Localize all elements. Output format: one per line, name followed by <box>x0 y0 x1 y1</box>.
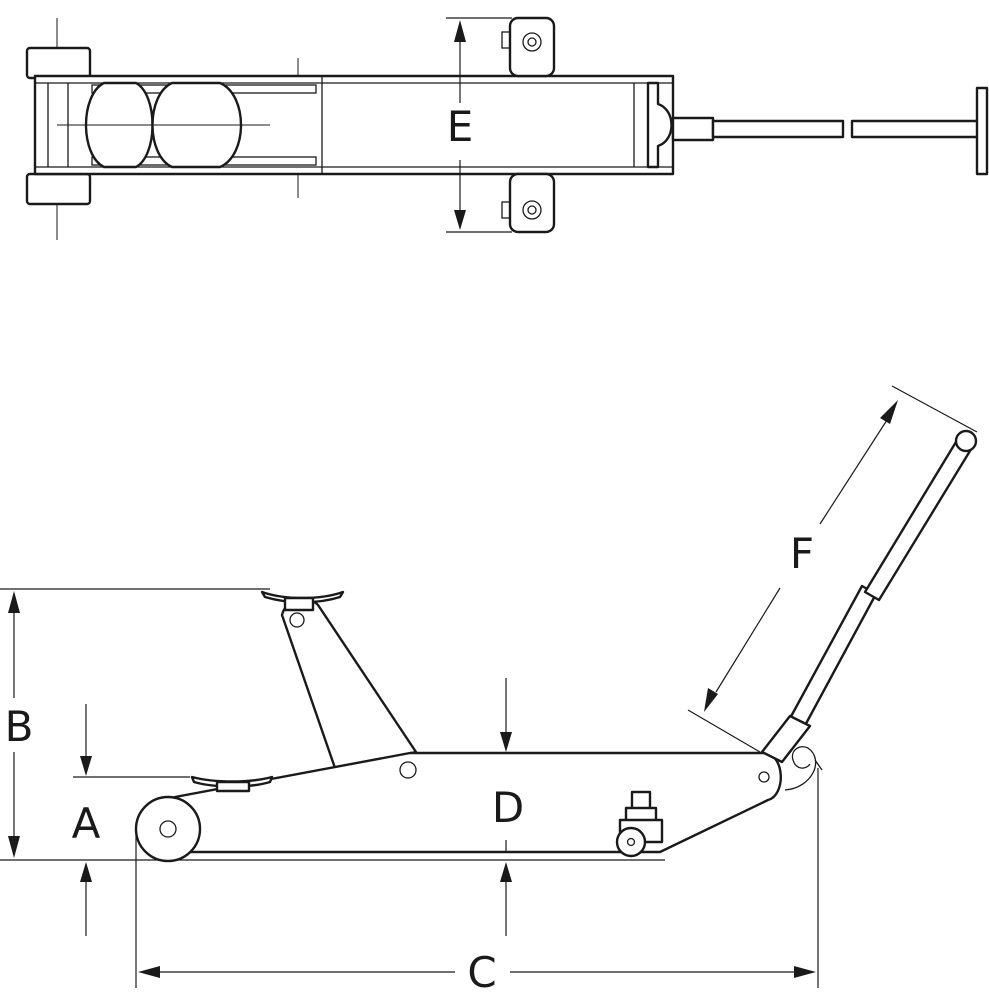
rear-caster-wheel <box>615 826 647 858</box>
handle-socket <box>671 116 715 142</box>
handle-shaft-segment-1 <box>711 119 845 139</box>
dimension-label-c: C <box>467 948 496 997</box>
top-view: E <box>25 16 989 240</box>
handle-upper-section <box>863 435 975 602</box>
handle-lower-section <box>786 584 878 733</box>
rear-caster-plate-bottom <box>508 172 556 234</box>
dimension-label-f: F <box>790 529 814 578</box>
side-view: A B D C F <box>0 385 978 997</box>
dimension-label-a: A <box>72 799 101 848</box>
front-wheel-bottom <box>25 172 92 206</box>
handle-t-grip <box>975 86 989 176</box>
front-wheel <box>134 795 202 863</box>
rear-caster-plate-top <box>508 16 556 78</box>
dimension-label-b: B <box>5 702 34 751</box>
chassis-body <box>173 751 782 854</box>
handle-shaft-segment-2 <box>850 119 980 139</box>
dimension-label-e: E <box>447 102 474 151</box>
handle-knob <box>954 429 978 453</box>
pump-housing <box>646 81 673 169</box>
front-wheel-top <box>25 46 92 80</box>
handle-collar <box>760 714 812 764</box>
dimension-label-d: D <box>492 783 524 832</box>
